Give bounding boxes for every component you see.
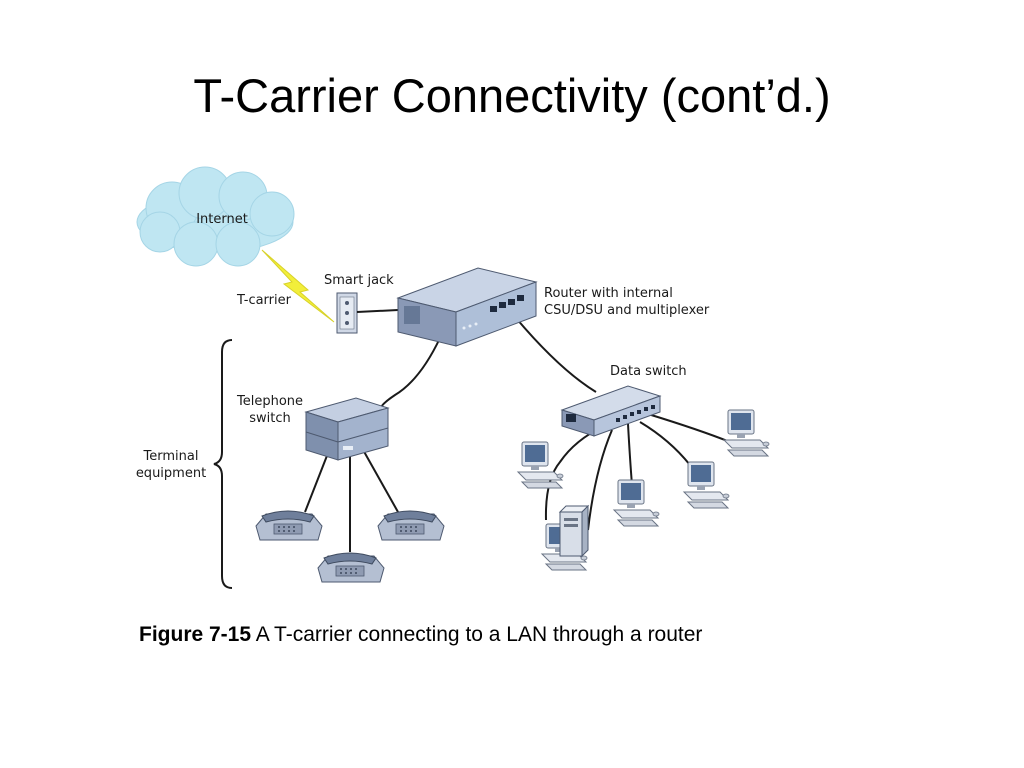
slide-title: T-Carrier Connectivity (cont’d.) — [193, 69, 831, 122]
internet-label: Internet — [196, 212, 248, 227]
workstation — [723, 409, 770, 457]
server-tower — [558, 504, 590, 558]
telephone-set — [255, 510, 323, 541]
telephone-switch-label-line2: switch — [249, 411, 291, 426]
figure-number: Figure 7-15 — [139, 623, 252, 646]
router-label-line1: Router with internal — [544, 286, 673, 301]
workstation — [613, 479, 660, 527]
data-switch-label: Data switch — [610, 364, 687, 379]
internet-cloud: Internet — [136, 166, 295, 267]
data-switch-device — [560, 385, 662, 437]
smart-jack-device — [336, 292, 358, 334]
telephone-set — [377, 510, 445, 541]
figure-caption: Figure 7-15 A T-carrier connecting to a … — [139, 623, 702, 647]
t-carrier-lightning — [261, 249, 335, 323]
smart-jack-label: Smart jack — [324, 273, 394, 288]
router-device — [396, 267, 538, 347]
terminal-equipment-label-line1: Terminal — [143, 449, 199, 464]
workstation — [683, 461, 730, 509]
telephone-switch-device — [304, 397, 390, 461]
terminal-equipment-brace — [213, 339, 233, 589]
network-diagram: Internet T-carrier Smart jack — [136, 166, 770, 589]
terminal-equipment-label-line2: equipment — [136, 466, 206, 481]
router-label-line2: CSU/DSU and multiplexer — [544, 303, 710, 318]
t-carrier-label: T-carrier — [236, 293, 292, 308]
telephone-switch-label-line1: Telephone — [236, 394, 303, 409]
telephone-set — [317, 552, 385, 583]
figure-caption-text: A T-carrier connecting to a LAN through … — [255, 623, 703, 646]
workstation — [517, 441, 564, 489]
